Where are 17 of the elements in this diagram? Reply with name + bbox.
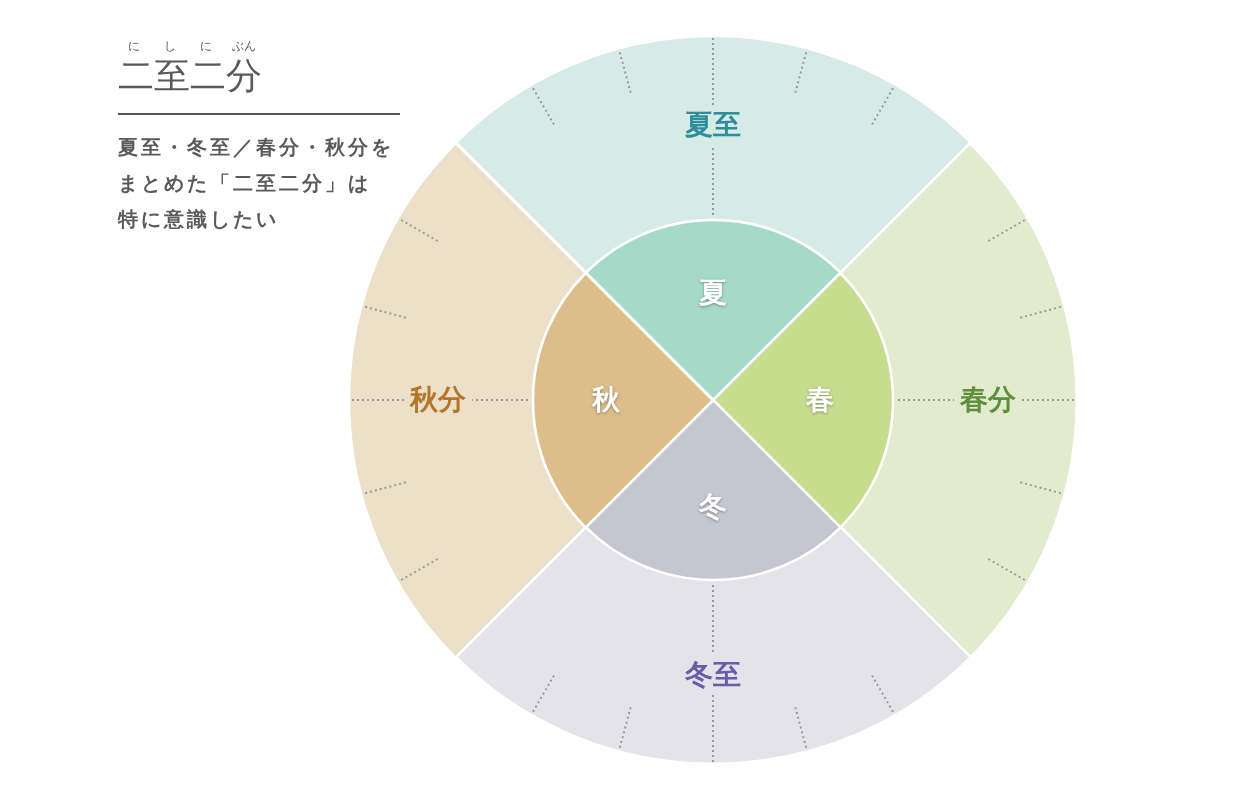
segment-label: 夏至 xyxy=(685,111,741,139)
ruby-text: に xyxy=(200,40,212,52)
segment-label: 夏 xyxy=(699,279,727,307)
ruby-text: に xyxy=(128,40,140,52)
segment-label: 冬至 xyxy=(685,661,741,689)
segment-label: 春 xyxy=(806,386,834,414)
segment-label: 秋 xyxy=(592,386,620,414)
description-text: 夏至・冬至／春分・秋分をまとめた「二至二分」は特に意識したい xyxy=(118,134,395,233)
ring-segment xyxy=(840,142,1077,658)
ring-segment xyxy=(455,36,971,273)
segment-label: 秋分 xyxy=(410,386,466,414)
ring-segment xyxy=(455,527,971,764)
title: 二至二分 xyxy=(118,58,262,94)
segment-label: 冬 xyxy=(699,493,727,521)
ruby-text: し xyxy=(164,40,176,52)
ruby-text: ぶん xyxy=(232,40,256,52)
segment-label: 春分 xyxy=(960,386,1016,414)
